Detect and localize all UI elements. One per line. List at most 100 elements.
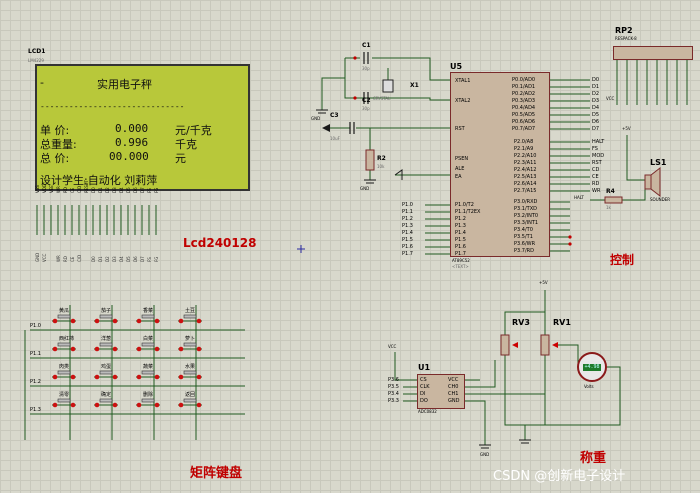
mcu-p2-net: MOD <box>592 153 605 159</box>
lcd-pin-label: FG <box>154 187 159 193</box>
mcu-pin-right: P2.7/A15 <box>514 188 537 194</box>
sounder-plus5v: +5V <box>622 126 631 131</box>
adc-pin-right: VCC <box>448 377 459 383</box>
keypad-key[interactable]: 蔬菜 <box>134 364 162 380</box>
mcu-p2-net: RD <box>592 181 600 187</box>
lcd-title-dash: - <box>40 76 44 89</box>
x1-ref: X1 <box>410 82 419 89</box>
mcu-pin-right: P3.3/INT1 <box>514 220 539 226</box>
mcu-pin-right: P3.4/T0 <box>514 227 533 233</box>
keypad-row-net: P1.2 <box>30 379 41 385</box>
adc-pin-right: CH0 <box>448 384 459 390</box>
watermark: CSDN @创新电子设计 <box>493 469 626 484</box>
lcd-screen: - 实用电子秤 ------------------------------ 单… <box>35 64 250 191</box>
mcu-pin-right: P3.6/WR <box>514 241 536 247</box>
lcd-pin-net: CE <box>70 256 75 262</box>
lcd-ref: LCD1 <box>28 48 46 55</box>
lcd-pin-label: D7 <box>140 187 145 193</box>
keypad-key[interactable]: 土豆 <box>176 308 204 324</box>
pushbutton-icon <box>94 342 118 352</box>
keypad-key-label: 茄子 <box>101 308 112 314</box>
keypad-key[interactable]: 黄瓜 <box>50 308 78 324</box>
mcu-pin-left: P1.4 <box>455 230 466 236</box>
sounder-ref: LS1 <box>650 158 667 167</box>
sounder-part: SOUNDER <box>650 197 670 202</box>
mcu-pin-left: XTAL2 <box>455 98 471 104</box>
c1-val: 30p <box>362 66 370 71</box>
lcd-row1-value: 0.000 <box>115 122 149 135</box>
lcd-row3-value: 00.000 <box>109 150 149 163</box>
keypad-key[interactable]: 清零 <box>50 392 78 408</box>
keypad-key-label: 白菜 <box>143 336 154 342</box>
adc-pin-left: DI <box>420 391 426 397</box>
control-label: 控制 <box>610 253 635 267</box>
mcu-pin-right: P2.0/A8 <box>514 139 534 145</box>
keypad-key-label: 水果 <box>185 364 196 370</box>
mcu-pin-right: P0.1/AD1 <box>512 84 536 90</box>
lcd-pin-net: D7 <box>140 256 145 262</box>
keypad-key-label: 清零 <box>59 392 70 398</box>
lcd-designer: 设计学生:自动化 刘莉萍 <box>40 174 158 187</box>
pushbutton-icon <box>178 398 202 408</box>
pushbutton-icon <box>136 342 160 352</box>
r4-val: 1k <box>606 205 611 210</box>
mcu-pin-left: P1.5 <box>455 237 466 243</box>
lcd-pin-label: D1 <box>98 187 103 193</box>
keypad-label: 矩阵键盘 <box>190 466 243 481</box>
mcu-pin-right: P3.7/RD <box>514 248 534 254</box>
adc-net: P3.6 <box>388 377 399 383</box>
lcd-pin-net: D6 <box>133 256 138 262</box>
lcd-row1-label: 单 价: <box>40 124 70 137</box>
keypad-key[interactable]: 洋葱 <box>92 336 120 352</box>
adc-vcc: VCC <box>388 344 397 349</box>
keypad-key[interactable]: 返回 <box>176 392 204 408</box>
adc-net: P3.5 <box>388 384 399 390</box>
mcu-pin-right: P2.2/A10 <box>514 153 537 159</box>
keypad-key[interactable]: 肉类 <box>50 364 78 380</box>
keypad-key-label: 蔬菜 <box>143 364 154 370</box>
rp2-ref: RP2 <box>615 26 633 35</box>
keypad-key[interactable]: 西红柿 <box>50 336 78 352</box>
keypad-key[interactable]: 茄子 <box>92 308 120 324</box>
keypad-key-label: 确定 <box>101 392 112 398</box>
adc-gnd: GND <box>480 452 490 457</box>
lcd-pin-net: RD <box>63 256 68 262</box>
mcu-p1-net: P1.1 <box>402 209 413 215</box>
pushbutton-icon <box>94 398 118 408</box>
keypad-key-label: 萝卜 <box>185 336 196 342</box>
lcd-row2-label: 总重量: <box>40 138 77 151</box>
lcd-pin-net: FG <box>154 256 159 262</box>
adc-pin-right: CH1 <box>448 391 459 397</box>
pushbutton-icon <box>94 370 118 380</box>
keypad-key-label: 香菜 <box>143 308 154 314</box>
lcd-pin-net: FS <box>147 257 152 262</box>
mcu-pin-right: P2.6/A14 <box>514 181 537 187</box>
pushbutton-icon <box>52 398 76 408</box>
mcu-pin-left: P1.7 <box>455 251 466 257</box>
mcu-pin-right: P0.0/AD0 <box>512 77 536 83</box>
adc-part: ADC0832 <box>418 409 437 414</box>
c2-val: 30p <box>362 106 370 111</box>
mcu-p2-net: FS <box>592 146 598 152</box>
mcu-pin-right: P0.5/AD5 <box>512 112 536 118</box>
keypad-key-label: 土豆 <box>185 308 196 314</box>
mcu-pin-right: P0.7/AD7 <box>512 126 536 132</box>
mcu-p1-net: P1.0 <box>402 202 413 208</box>
keypad-key[interactable]: 香菜 <box>134 308 162 324</box>
r2-ref: R2 <box>377 155 386 162</box>
keypad-key[interactable]: 鸡蛋 <box>92 364 120 380</box>
mcu-p0-net: D7 <box>592 126 600 132</box>
lcd-row3-unit: 元 <box>175 152 186 165</box>
lcd-pin-net: D5 <box>126 256 131 262</box>
mcu-p2-net: RST <box>592 160 602 166</box>
keypad-key[interactable]: 白菜 <box>134 336 162 352</box>
keypad-key[interactable]: 水果 <box>176 364 204 380</box>
mcu-pin-left: P1.1/T2EX <box>455 209 481 215</box>
mcu-pin-right: P0.3/AD3 <box>512 98 536 104</box>
lcd-pin-label: D6 <box>133 187 138 193</box>
keypad-key[interactable]: 删除 <box>134 392 162 408</box>
keypad-key[interactable]: 确定 <box>92 392 120 408</box>
mcu-pin-right: P3.5/T1 <box>514 234 533 240</box>
keypad-key[interactable]: 萝卜 <box>176 336 204 352</box>
r2-val: 10k <box>377 164 385 169</box>
